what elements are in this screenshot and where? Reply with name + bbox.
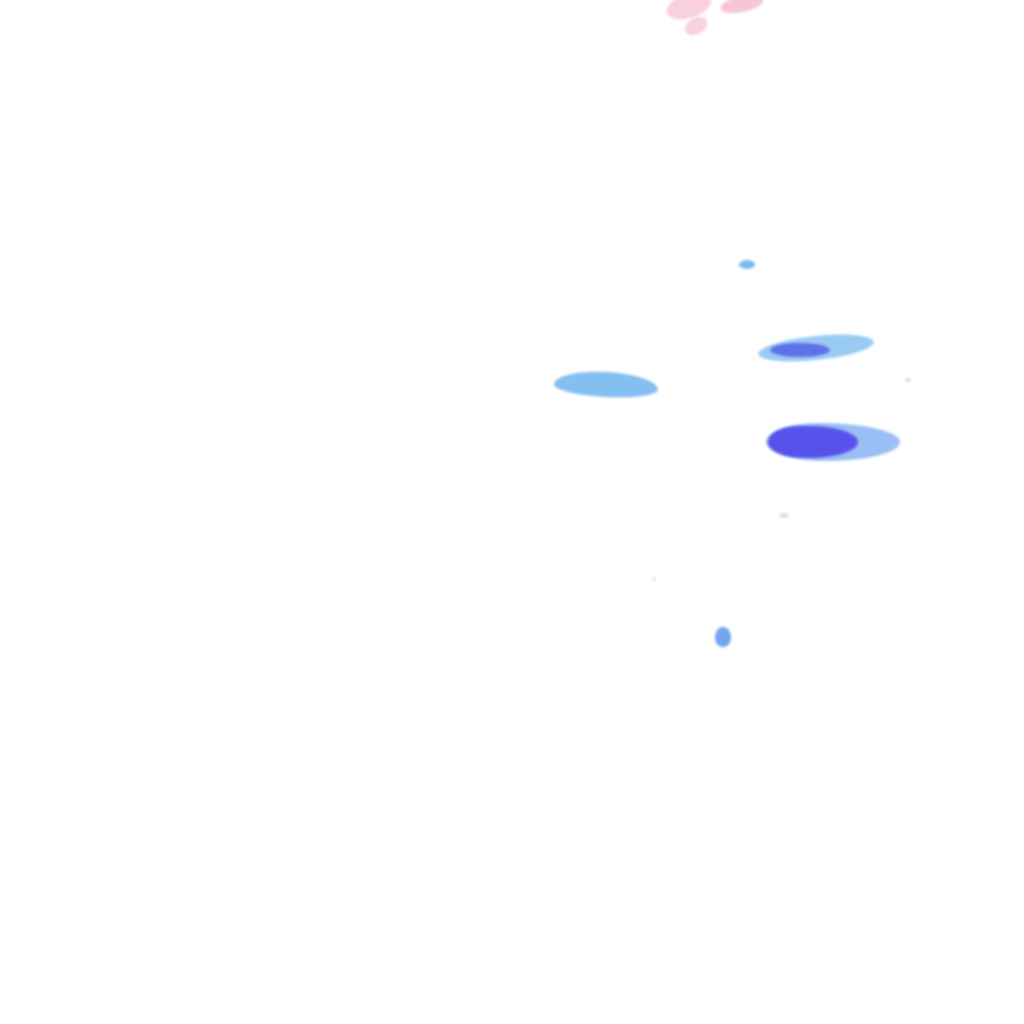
blue-speck <box>652 577 656 581</box>
blue-streak <box>553 369 659 400</box>
blue-speck <box>905 378 911 382</box>
pink-smudge <box>718 0 766 17</box>
blue-streak-core <box>770 343 830 357</box>
blue-streak-core <box>768 426 858 458</box>
blue-speck <box>779 513 789 518</box>
blue-dot <box>739 260 755 269</box>
blue-dot <box>715 627 731 647</box>
